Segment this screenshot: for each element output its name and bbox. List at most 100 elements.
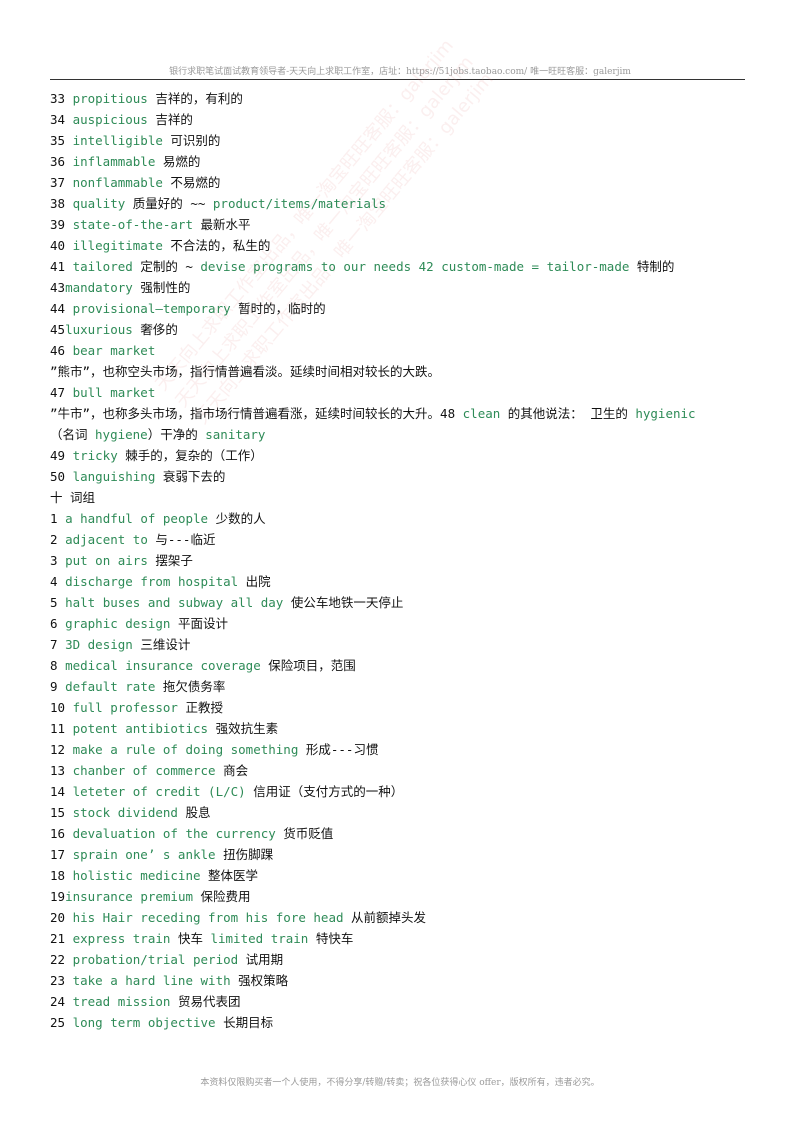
line-number: 34 (50, 112, 73, 127)
line-number: 22 (50, 952, 73, 967)
english-term: tailored (72, 259, 133, 274)
chinese-gloss: 奢侈的 (132, 322, 178, 337)
list-item: 2 adjacent to 与---临近 (50, 529, 750, 550)
line-number: 25 (50, 1015, 73, 1030)
list-item: 十 词组 (50, 487, 750, 508)
chinese-gloss: 股息 (177, 805, 211, 820)
line-number: 50 (50, 469, 73, 484)
english-term: default rate (65, 679, 156, 694)
chinese-gloss: 不易燃的 (162, 175, 221, 190)
list-item: 38 quality 质量好的 ~~ product/items/materia… (50, 193, 750, 214)
chinese-gloss: 保险项目，范围 (260, 658, 356, 673)
chinese-gloss: 长期目标 (215, 1015, 274, 1030)
chinese-gloss: 保险费用 (193, 889, 251, 904)
english-term: probation/trial period (72, 952, 239, 967)
english-term: devaluation of the currency (72, 826, 276, 841)
chinese-gloss: 出院 (238, 574, 271, 589)
line-number: 33 (50, 91, 73, 106)
english-term: provisional—temporary (72, 301, 231, 316)
chinese-gloss: 强效抗生素 (208, 721, 279, 736)
list-item: 5 halt buses and subway all day 使公车地铁一天停… (50, 592, 750, 613)
line-number: 20 (50, 910, 73, 925)
chinese-gloss: （名词 (50, 427, 96, 442)
list-item: 45luxurious 奢侈的 (50, 319, 750, 340)
chinese-gloss: 质量好的 ~~ (125, 196, 213, 211)
chinese-gloss: 正教授 (177, 700, 223, 715)
line-number: 2 (50, 532, 66, 547)
line-number: 7 (50, 637, 66, 652)
list-item: 10 full professor 正教授 (50, 697, 750, 718)
line-number: 12 (50, 742, 73, 757)
english-term: intelligible (72, 133, 163, 148)
list-item: 18 holistic medicine 整体医学 (50, 865, 750, 886)
line-number: 3 (50, 553, 66, 568)
line-number: 23 (50, 973, 73, 988)
english-term: auspicious (72, 112, 148, 127)
english-term: graphic design (65, 616, 171, 631)
line-number: 1 (50, 511, 66, 526)
chinese-gloss: 可识别的 (162, 133, 221, 148)
english-term: inflammable (72, 154, 156, 169)
english-term: stock dividend (72, 805, 178, 820)
list-item: 23 take a hard line with 强权策略 (50, 970, 750, 991)
chinese-gloss: ）干净的 (147, 427, 206, 442)
english-term: express train (72, 931, 171, 946)
chinese-gloss: 特快车 (308, 931, 354, 946)
english-term: bear market (72, 343, 156, 358)
chinese-gloss: 十 词组 (50, 490, 96, 505)
english-term: put on airs (65, 553, 148, 568)
english-term: holistic medicine (72, 868, 201, 883)
list-item: 6 graphic design 平面设计 (50, 613, 750, 634)
english-term: bull market (72, 385, 156, 400)
chinese-gloss: 使公车地铁一天停止 (283, 595, 404, 610)
chinese-gloss: 摆架子 (147, 553, 193, 568)
line-number: 21 (50, 931, 73, 946)
line-number: 11 (50, 721, 73, 736)
chinese-gloss: 货币贬值 (275, 826, 334, 841)
list-item: 34 auspicious 吉祥的 (50, 109, 750, 130)
english-term: propitious (72, 91, 148, 106)
line-number: 14 (50, 784, 73, 799)
english-term: halt buses and subway all day (65, 595, 284, 610)
list-item: 49 tricky 棘手的，复杂的（工作） (50, 445, 750, 466)
line-number: 49 (50, 448, 73, 463)
line-number: 24 (50, 994, 73, 1009)
english-term: make a rule of doing something (72, 742, 299, 757)
line-number: 9 (50, 679, 66, 694)
english-term: tricky (72, 448, 118, 463)
chinese-gloss: 扭伤脚踝 (215, 847, 274, 862)
list-item: 19insurance premium 保险费用 (50, 886, 750, 907)
list-item: 3 put on airs 摆架子 (50, 550, 750, 571)
header-divider (50, 79, 745, 80)
english-term: hygienic (635, 406, 696, 421)
chinese-gloss: 衰弱下去的 (155, 469, 226, 484)
list-item: ”牛市”，也称多头市场，指市场行情普遍看涨，延续时间较长的大升。48 clean… (50, 403, 750, 424)
list-item: 41 tailored 定制的 ~ devise programs to our… (50, 256, 750, 277)
chinese-gloss: 最新水平 (193, 217, 251, 232)
line-number: 16 (50, 826, 73, 841)
english-term: full professor (72, 700, 178, 715)
list-item: 33 propitious 吉祥的，有利的 (50, 88, 750, 109)
list-item: 40 illegitimate 不合法的，私生的 (50, 235, 750, 256)
english-term: product/items/materials (212, 196, 386, 211)
english-term: medical insurance coverage (65, 658, 261, 673)
line-number: 40 (50, 238, 73, 253)
chinese-gloss: 吉祥的，有利的 (147, 91, 243, 106)
list-item: （名词 hygiene）干净的 sanitary (50, 424, 750, 445)
list-item: 47 bull market (50, 382, 750, 403)
list-item: 13 chanber of commerce 商会 (50, 760, 750, 781)
english-term: tread mission (72, 994, 171, 1009)
chinese-gloss: 试用期 (238, 952, 284, 967)
line-number: 46 (50, 343, 73, 358)
english-term: luxurious (65, 322, 133, 337)
english-term: sanitary (205, 427, 266, 442)
line-number: 5 (50, 595, 66, 610)
english-term: potent antibiotics (72, 721, 209, 736)
chinese-gloss: 强制性的 (132, 280, 191, 295)
chinese-gloss: 信用证（支付方式的一种） (245, 784, 404, 799)
page-header: 银行求职笔试面试教育领导者-天天向上求职工作室，店址：https://51job… (169, 67, 631, 77)
english-term: insurance premium (65, 889, 193, 904)
english-term: adjacent to (65, 532, 148, 547)
list-item: 17 sprain one’ s ankle 扭伤脚踝 (50, 844, 750, 865)
